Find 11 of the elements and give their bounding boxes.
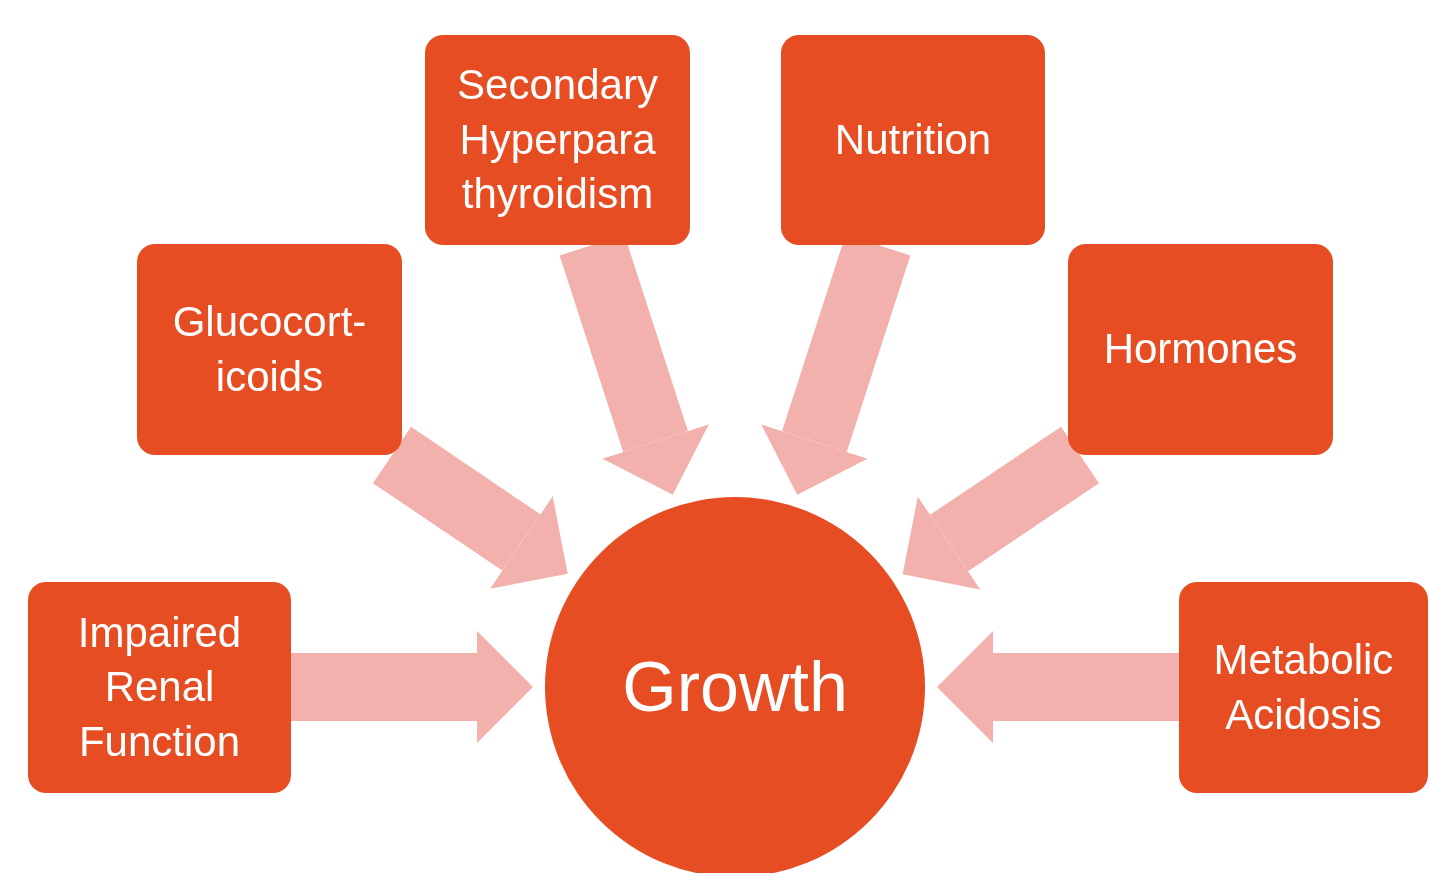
process-box: Impaired Renal Function bbox=[28, 582, 291, 793]
block-arrow bbox=[902, 426, 1099, 590]
block-arrow bbox=[291, 631, 533, 743]
process-box: Nutrition bbox=[781, 35, 1045, 245]
process-box: Hormones bbox=[1068, 244, 1333, 455]
process-box: Secondary Hyperpara thyroidism bbox=[425, 35, 690, 245]
process-box: Glucocort- icoids bbox=[137, 244, 402, 455]
block-arrow bbox=[937, 631, 1179, 743]
process-box: Metabolic Acidosis bbox=[1179, 582, 1428, 793]
central-circle: Growth bbox=[545, 497, 925, 873]
block-arrow bbox=[372, 426, 568, 589]
